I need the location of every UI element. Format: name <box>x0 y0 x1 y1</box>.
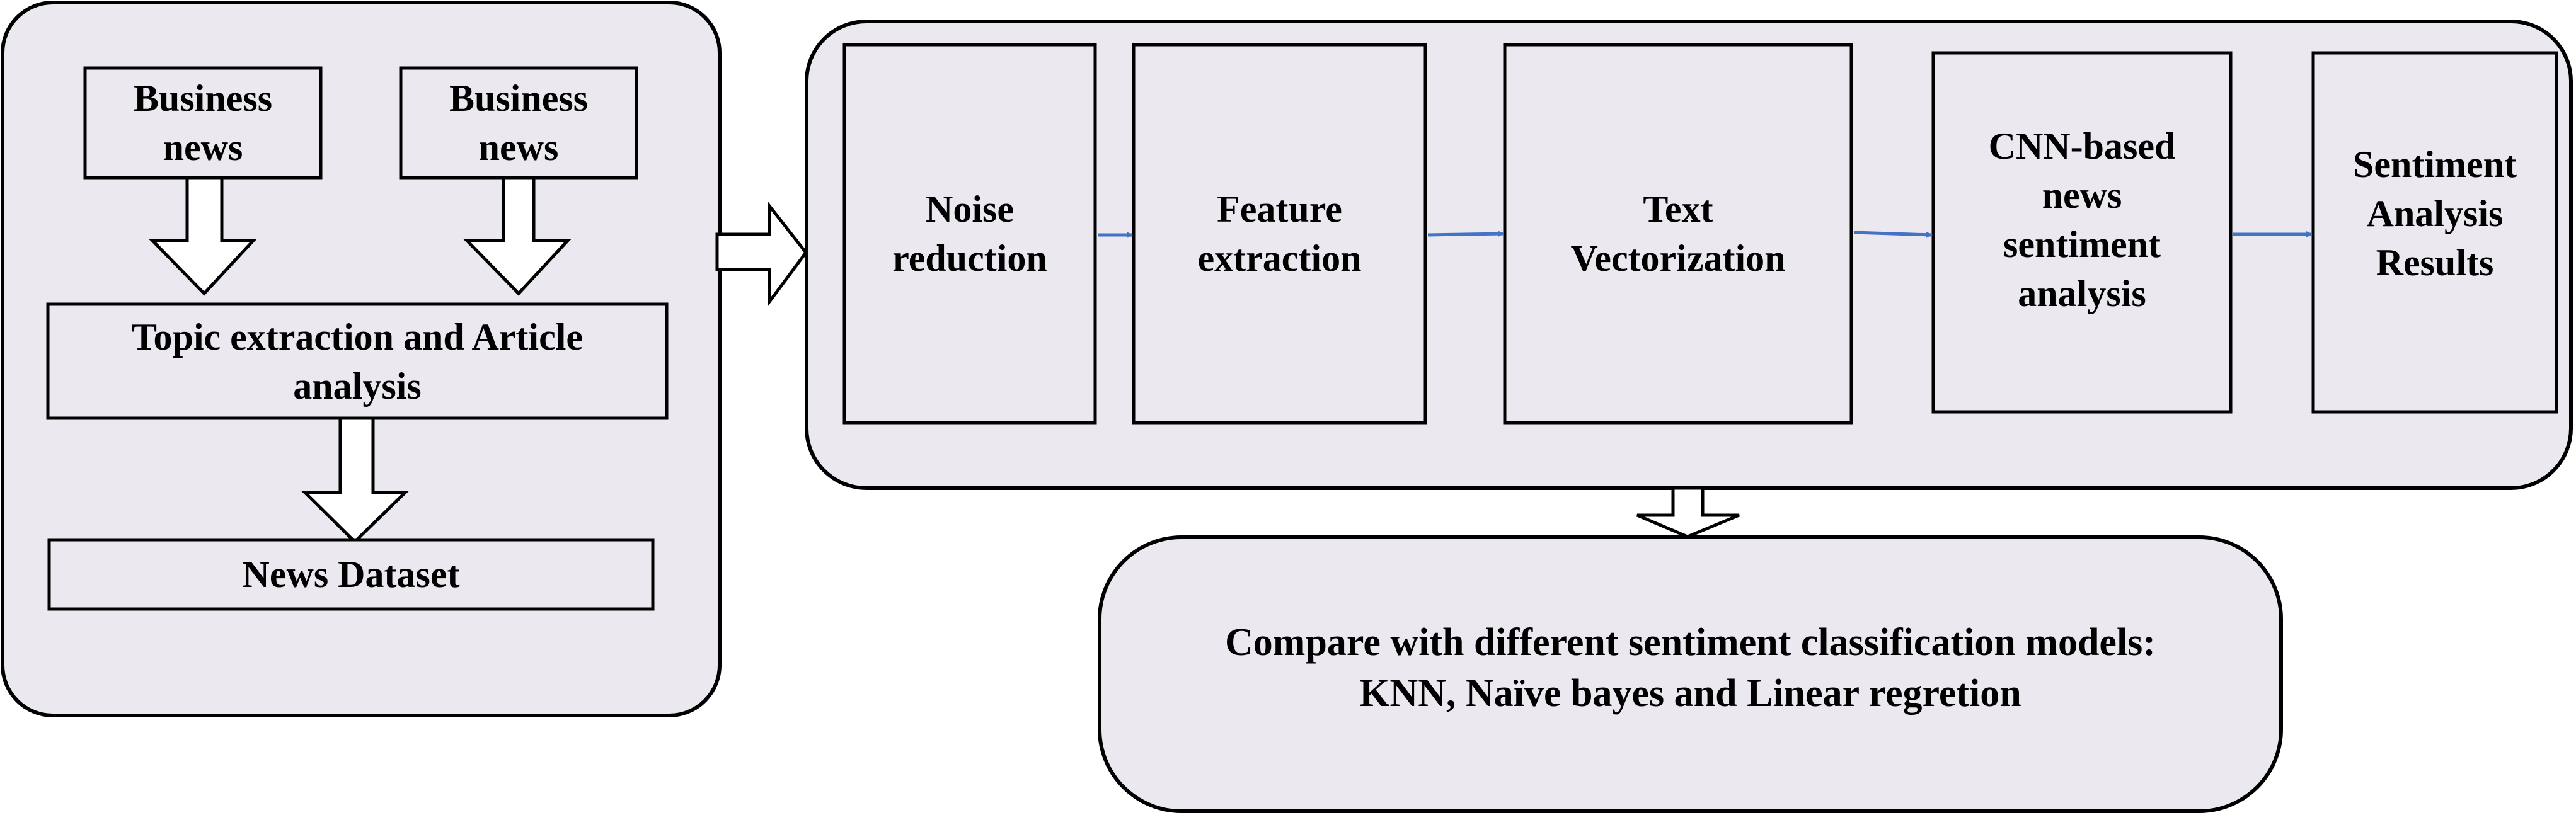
news-dataset-label: News Dataset <box>242 554 460 595</box>
business-news-label-2: Business news <box>449 77 589 168</box>
down-arrow-2 <box>463 176 572 296</box>
step-box-noise-reduction <box>842 43 1097 425</box>
step-label-text-vectorization: Text Vectorization <box>1570 188 1786 279</box>
comparison-label: Compare with different sentiment classif… <box>1225 620 2156 715</box>
step-label-feature-extraction: Feature extraction <box>1197 188 1362 279</box>
news-dataset-box <box>47 538 655 611</box>
business-news-label-1: Business news <box>133 77 273 168</box>
step-box-text-vectorization <box>1503 43 1853 425</box>
down-arrow-3 <box>301 416 410 544</box>
business-news-box-2 <box>399 66 638 180</box>
right-arrow-connector <box>715 201 808 307</box>
flow-arrow-3 <box>1853 231 1933 238</box>
flow-arrow-2 <box>1427 231 1504 237</box>
down-arrow-4 <box>1636 486 1740 539</box>
step-box-results <box>2311 51 2558 414</box>
topic-extraction-box <box>46 302 669 420</box>
step-label-cnn-analysis: CNN-based news sentiment analysis <box>1988 125 2176 314</box>
step-box-feature-extraction <box>1132 43 1427 425</box>
step-label-noise-reduction: Noise reduction <box>892 188 1047 279</box>
step-label-results: Sentiment Analysis Results <box>2353 144 2517 283</box>
topic-extraction-label: Topic extraction and Article analysis <box>131 316 584 407</box>
step-box-cnn-analysis <box>1931 51 2233 414</box>
business-news-box-1 <box>83 66 323 180</box>
comparison-panel <box>1098 535 2283 813</box>
down-arrow-1 <box>149 176 257 296</box>
